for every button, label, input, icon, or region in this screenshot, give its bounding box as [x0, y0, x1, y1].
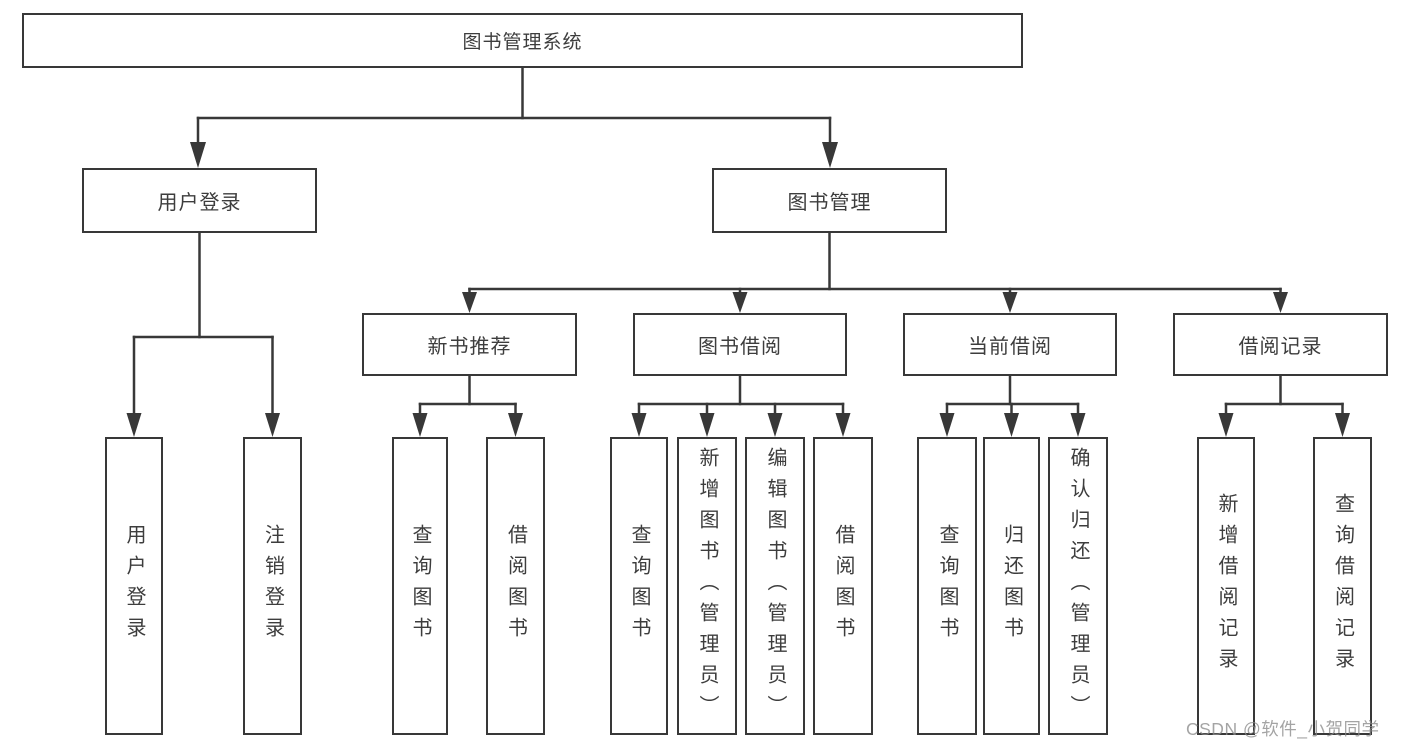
- csdn-watermark: CSDN @软件_小贺同学: [1186, 719, 1380, 739]
- node-book-management: 图书管理: [712, 168, 947, 233]
- leaf-add-borrow-record-label: 新增借阅记录: [1215, 493, 1237, 679]
- edge-bars: [132, 116, 1344, 406]
- leaf-borrow-books-recommend: 借阅图书: [486, 437, 545, 735]
- leaf-query-books-current-label: 查询图书: [936, 524, 958, 648]
- node-current-borrowing: 当前借阅: [903, 313, 1117, 376]
- leaf-query-books-current: 查询图书: [917, 437, 977, 735]
- leaf-borrow-books-borrowing-label: 借阅图书: [832, 524, 854, 648]
- leaf-query-books-borrowing-label: 查询图书: [628, 524, 650, 648]
- leaf-return-book-label: 归还图书: [1000, 524, 1023, 648]
- leaf-query-books-recommend: 查询图书: [392, 437, 448, 735]
- leaf-edit-book-admin: 编辑图书（管理员）: [745, 437, 805, 735]
- leaf-logout: 注销登录: [243, 437, 302, 735]
- edge-stems: [198, 64, 1282, 406]
- node-user-login-label: 用户登录: [157, 192, 242, 214]
- leaf-query-borrow-record: 查询借阅记录: [1313, 437, 1372, 735]
- leaf-logout-label: 注销登录: [261, 524, 284, 648]
- leaf-borrow-books-recommend-label: 借阅图书: [504, 524, 527, 648]
- node-borrowing-records: 借阅记录: [1173, 313, 1388, 376]
- leaf-add-book-admin-label: 新增图书（管理员）: [696, 446, 718, 726]
- node-book-borrowing-label: 图书借阅: [698, 336, 782, 358]
- leaf-add-book-admin: 新增图书（管理员）: [677, 437, 737, 735]
- node-user-login: 用户登录: [82, 168, 317, 233]
- node-book-borrowing: 图书借阅: [633, 313, 847, 376]
- leaf-borrow-books-borrowing: 借阅图书: [813, 437, 873, 735]
- node-book-management-label: 图书管理: [787, 192, 872, 214]
- node-new-book-recommend: 新书推荐: [362, 313, 577, 376]
- leaf-user-login-label: 用户登录: [123, 524, 145, 648]
- node-library-management-system: 图书管理系统: [22, 13, 1023, 68]
- leaf-confirm-return-admin: 确认归还（管理员）: [1048, 437, 1108, 735]
- leaf-query-books-borrowing: 查询图书: [610, 437, 668, 735]
- leaf-query-books-recommend-label: 查询图书: [409, 524, 431, 648]
- node-library-management-system-label: 图书管理系统: [462, 32, 583, 53]
- leaf-return-book: 归还图书: [983, 437, 1040, 735]
- node-current-borrowing-label: 当前借阅: [968, 336, 1052, 358]
- leaf-query-borrow-record-label: 查询借阅记录: [1331, 493, 1354, 679]
- leaf-add-borrow-record: 新增借阅记录: [1197, 437, 1255, 735]
- leaf-user-login: 用户登录: [105, 437, 163, 735]
- node-borrowing-records-label: 借阅记录: [1238, 336, 1323, 358]
- leaf-confirm-return-admin-label: 确认归还（管理员）: [1067, 446, 1089, 726]
- leaf-edit-book-admin-label: 编辑图书（管理员）: [764, 446, 786, 726]
- node-new-book-recommend-label: 新书推荐: [427, 336, 512, 358]
